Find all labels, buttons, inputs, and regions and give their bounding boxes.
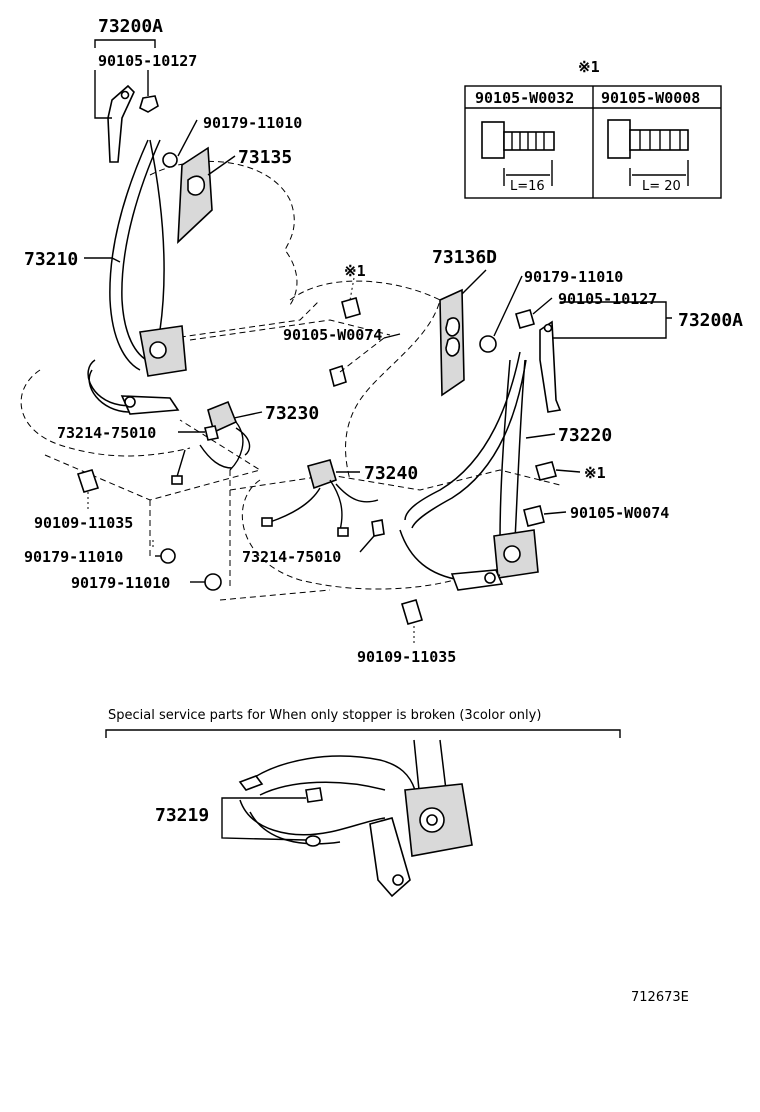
bolt-w0008-icon bbox=[607, 119, 689, 186]
label-90105-10127-left: 90105-10127 bbox=[98, 52, 197, 70]
right-buckle-icon bbox=[307, 459, 337, 490]
label-90179-11010-low1: 90179-11010 bbox=[24, 548, 123, 566]
bolt-table-note: ※1 bbox=[578, 58, 600, 76]
right-11035-bolt-icon bbox=[401, 599, 423, 625]
left-lower-nut2-icon bbox=[204, 573, 222, 591]
label-90179-11010-top: 90179-11010 bbox=[203, 114, 302, 132]
right-note-bolt-icon bbox=[535, 461, 557, 481]
label-73230: 73230 bbox=[265, 403, 319, 424]
label-90105-W0074-left: 90105-W0074 bbox=[283, 326, 382, 344]
bolt-len1: L=16 bbox=[510, 179, 545, 194]
label-90179-11010-low2: 90179-11010 bbox=[71, 574, 170, 592]
service-note: Special service parts for When only stop… bbox=[108, 708, 541, 723]
left-11035-bolt-icon bbox=[76, 469, 100, 493]
label-73240: 73240 bbox=[364, 463, 418, 484]
part-labels: 73200A 90105-10127 90179-11010 73135 732… bbox=[24, 16, 743, 666]
bolt-w0032-icon bbox=[481, 121, 555, 186]
left-belt-assembly bbox=[76, 84, 361, 591]
special-service-section: Special service parts for When only stop… bbox=[105, 708, 621, 898]
left-lap-anchor-icon bbox=[120, 395, 180, 415]
bolt-col1-label: 90105-W0032 bbox=[475, 89, 574, 107]
left-shoulder-anchor-icon bbox=[107, 84, 135, 163]
left-nut-icon bbox=[162, 152, 178, 168]
bolt-len2: L= 20 bbox=[642, 179, 681, 194]
label-90179-11010-right: 90179-11010 bbox=[524, 268, 623, 286]
label-73200A-right: 73200A bbox=[678, 310, 743, 331]
bolt-spec-table: ※1 90105-W0032 90105-W0008 L=16 L= 20 bbox=[464, 58, 722, 199]
left-seat-outline bbox=[20, 160, 391, 590]
label-73136D: 73136D bbox=[432, 247, 497, 268]
label-73200A-left: 73200A bbox=[98, 16, 163, 37]
right-belt-assembly bbox=[261, 288, 562, 625]
right-seat-outline bbox=[219, 280, 561, 601]
label-90105-10127-right: 90105-10127 bbox=[558, 290, 657, 308]
left-lower-nut1-icon bbox=[160, 548, 176, 564]
label-73220: 73220 bbox=[558, 425, 612, 446]
diagram-code: 712673E bbox=[631, 990, 689, 1005]
right-shoulder-anchor-icon bbox=[539, 320, 562, 413]
service-lap-anchor-icon bbox=[369, 817, 411, 898]
right-nut-icon bbox=[479, 335, 497, 353]
right-bolt-icon bbox=[515, 309, 535, 329]
stopper-lower-icon bbox=[305, 835, 321, 847]
left-buckle-nut-icon bbox=[204, 425, 219, 441]
left-bolt-icon bbox=[139, 95, 159, 113]
right-buckle-nut-icon bbox=[371, 519, 385, 537]
label-73210: 73210 bbox=[24, 249, 78, 270]
label-73214-75010-left: 73214-75010 bbox=[57, 424, 156, 442]
bolt-col2-label: 90105-W0008 bbox=[601, 89, 700, 107]
label-90105-W0074-right: 90105-W0074 bbox=[570, 504, 669, 522]
label-90109-11035-left: 90109-11035 bbox=[34, 514, 133, 532]
label-90109-11035-bottom: 90109-11035 bbox=[357, 648, 456, 666]
left-w0074-upper-bolt-icon bbox=[341, 297, 361, 319]
right-w0074-bolt-icon bbox=[523, 505, 545, 527]
label-note1-mid: ※1 bbox=[344, 262, 366, 280]
label-73219: 73219 bbox=[155, 805, 209, 826]
label-73135: 73135 bbox=[238, 147, 292, 168]
stopper-upper-icon bbox=[305, 787, 323, 803]
label-note1-right: ※1 bbox=[584, 464, 606, 482]
leader-lines bbox=[84, 39, 672, 646]
label-73214-75010-mid: 73214-75010 bbox=[242, 548, 341, 566]
